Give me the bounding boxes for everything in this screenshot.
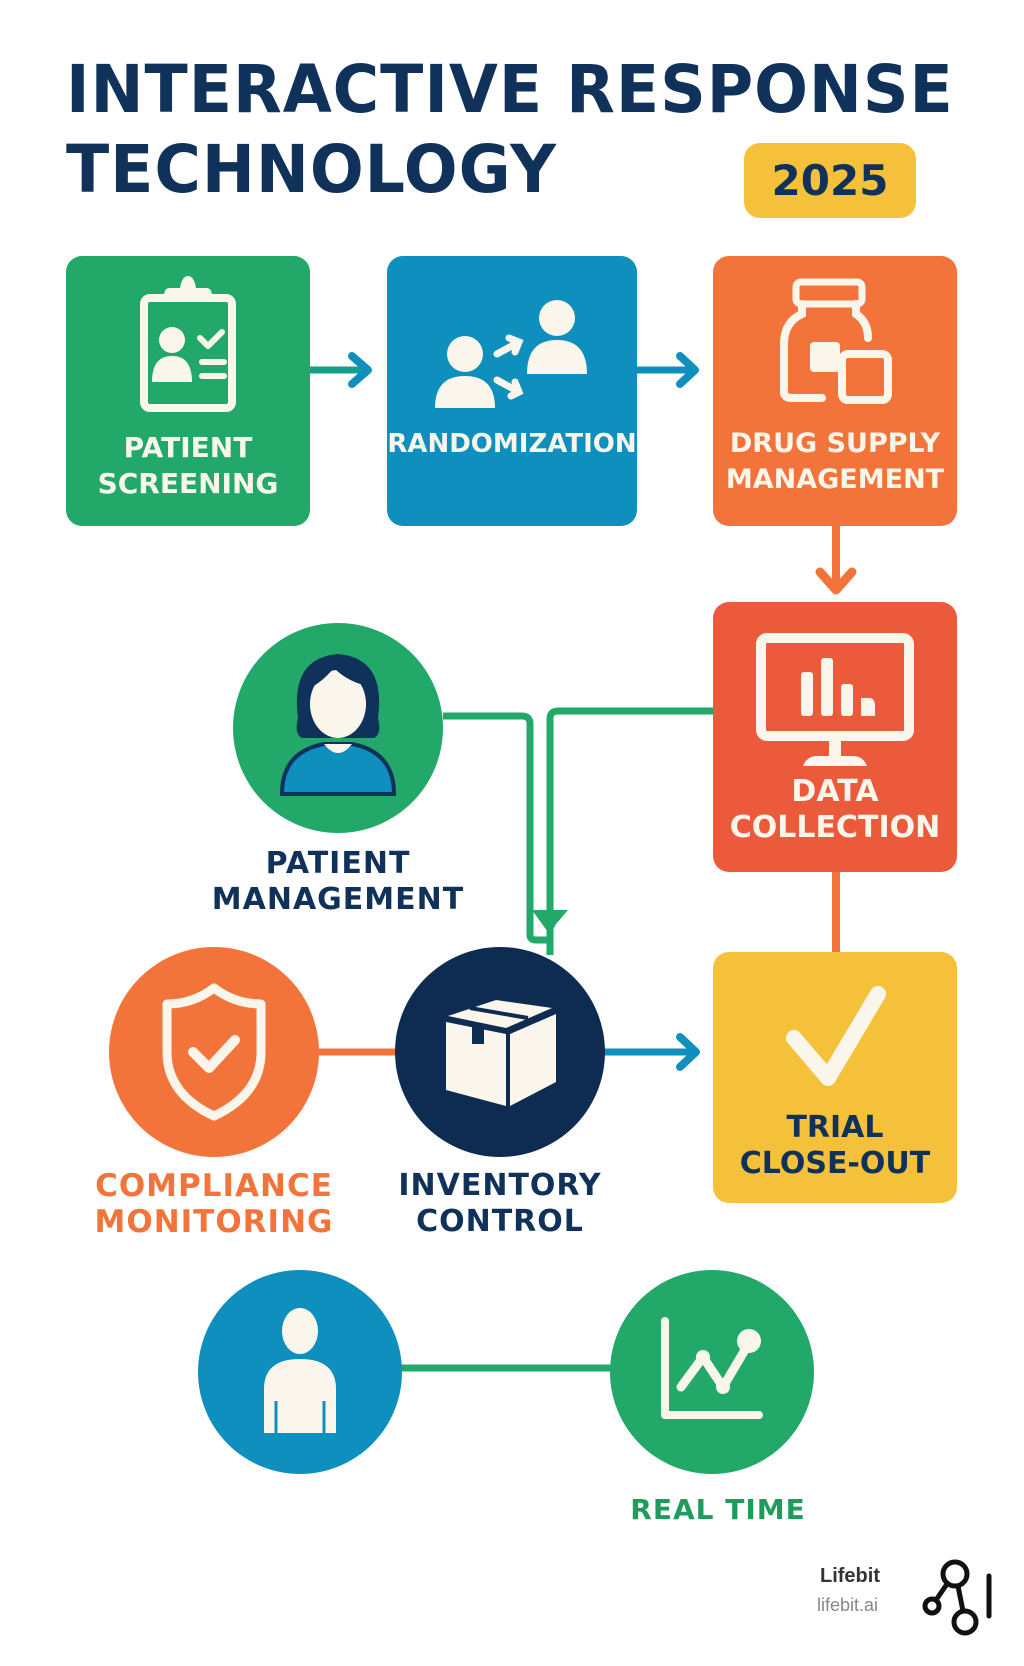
shield-check-icon xyxy=(162,983,266,1121)
woman-avatar-icon xyxy=(279,654,397,796)
node-user[interactable] xyxy=(198,1270,402,1474)
arrow-screening-to-randomization xyxy=(308,352,372,388)
step-randomization[interactable]: RANDOMIZATION xyxy=(387,256,637,526)
step-label: PATIENT SCREENING xyxy=(97,431,279,500)
page-title: INTERACTIVE RESPONSE TECHNOLOGY xyxy=(66,50,954,210)
step-label: RANDOMIZATION xyxy=(387,429,637,459)
checkmark-icon xyxy=(786,986,886,1086)
compliance-monitoring-label: COMPLIANCE MONITORING xyxy=(94,1168,334,1240)
title-line-1: INTERACTIVE RESPONSE xyxy=(66,51,954,128)
step-trial-close-out[interactable]: TRIAL CLOSE-OUT xyxy=(713,952,957,1203)
connector-patient-to-inventory xyxy=(443,712,548,944)
inventory-control-label: INVENTORY CONTROL xyxy=(398,1168,602,1239)
arrow-inventory-to-closeout xyxy=(604,1033,700,1071)
line-chart-icon xyxy=(661,1317,763,1419)
package-box-icon xyxy=(446,1000,556,1106)
brand-name: Lifebit xyxy=(820,1565,880,1587)
step-label: DATA COLLECTION xyxy=(729,774,941,845)
brand-url[interactable]: lifebit.ai xyxy=(817,1595,879,1615)
step-patient-screening[interactable]: PATIENT SCREENING xyxy=(66,256,310,526)
node-inventory-control[interactable] xyxy=(395,947,605,1157)
connector-data-to-inventory xyxy=(546,707,713,955)
arrow-drug-supply-to-data-collection xyxy=(815,526,857,595)
real-time-label: REAL TIME xyxy=(630,1493,806,1526)
clipboard-patient-icon xyxy=(140,276,236,412)
person-icon xyxy=(264,1308,336,1433)
year-badge: 2025 xyxy=(744,143,916,218)
step-label: TRIAL CLOSE-OUT xyxy=(739,1110,931,1181)
arrowhead-to-inventory xyxy=(532,910,568,935)
step-label: DRUG SUPPLY MANAGEMENT xyxy=(725,428,945,495)
step-data-collection[interactable]: DATA COLLECTION xyxy=(713,602,957,872)
node-patient-management[interactable] xyxy=(233,623,443,833)
medicine-bottle-icon xyxy=(780,278,892,404)
node-real-time[interactable] xyxy=(610,1270,814,1474)
monitor-chart-icon xyxy=(756,633,914,766)
patient-management-label: PATIENT MANAGEMENT xyxy=(211,846,465,917)
title-line-2: TECHNOLOGY xyxy=(66,131,557,208)
step-drug-supply-management[interactable]: DRUG SUPPLY MANAGEMENT xyxy=(713,256,957,526)
lifebit-logo-icon xyxy=(922,1559,992,1636)
randomize-people-icon xyxy=(435,300,587,408)
node-compliance-monitoring[interactable] xyxy=(109,947,319,1157)
arrow-randomization-to-drug-supply xyxy=(637,352,699,388)
